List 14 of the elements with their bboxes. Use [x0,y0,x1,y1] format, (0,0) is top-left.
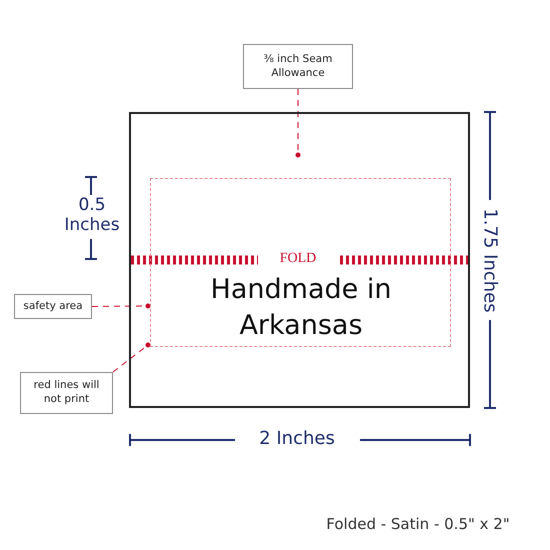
dimension-label: 2 Inches [259,428,335,449]
leader-line [112,342,150,372]
dimension-label: 0.5 Inches [63,196,121,236]
fold-label: FOLD [280,251,316,267]
callout-box: safety area [14,294,92,319]
label-text: Handmade in Arkansas [210,273,392,344]
safety-area-outline [150,178,451,347]
leader-line [92,304,150,308]
callout-box: ⅜ inch Seam Allowance [243,44,353,89]
leader-line [296,88,300,158]
callout-box: red lines will not print [20,372,113,414]
dimension-label: 1.75 Inches [480,208,500,312]
label-outline [129,112,470,408]
caption-text: Folded - Satin - 0.5" x 2" [326,515,510,533]
